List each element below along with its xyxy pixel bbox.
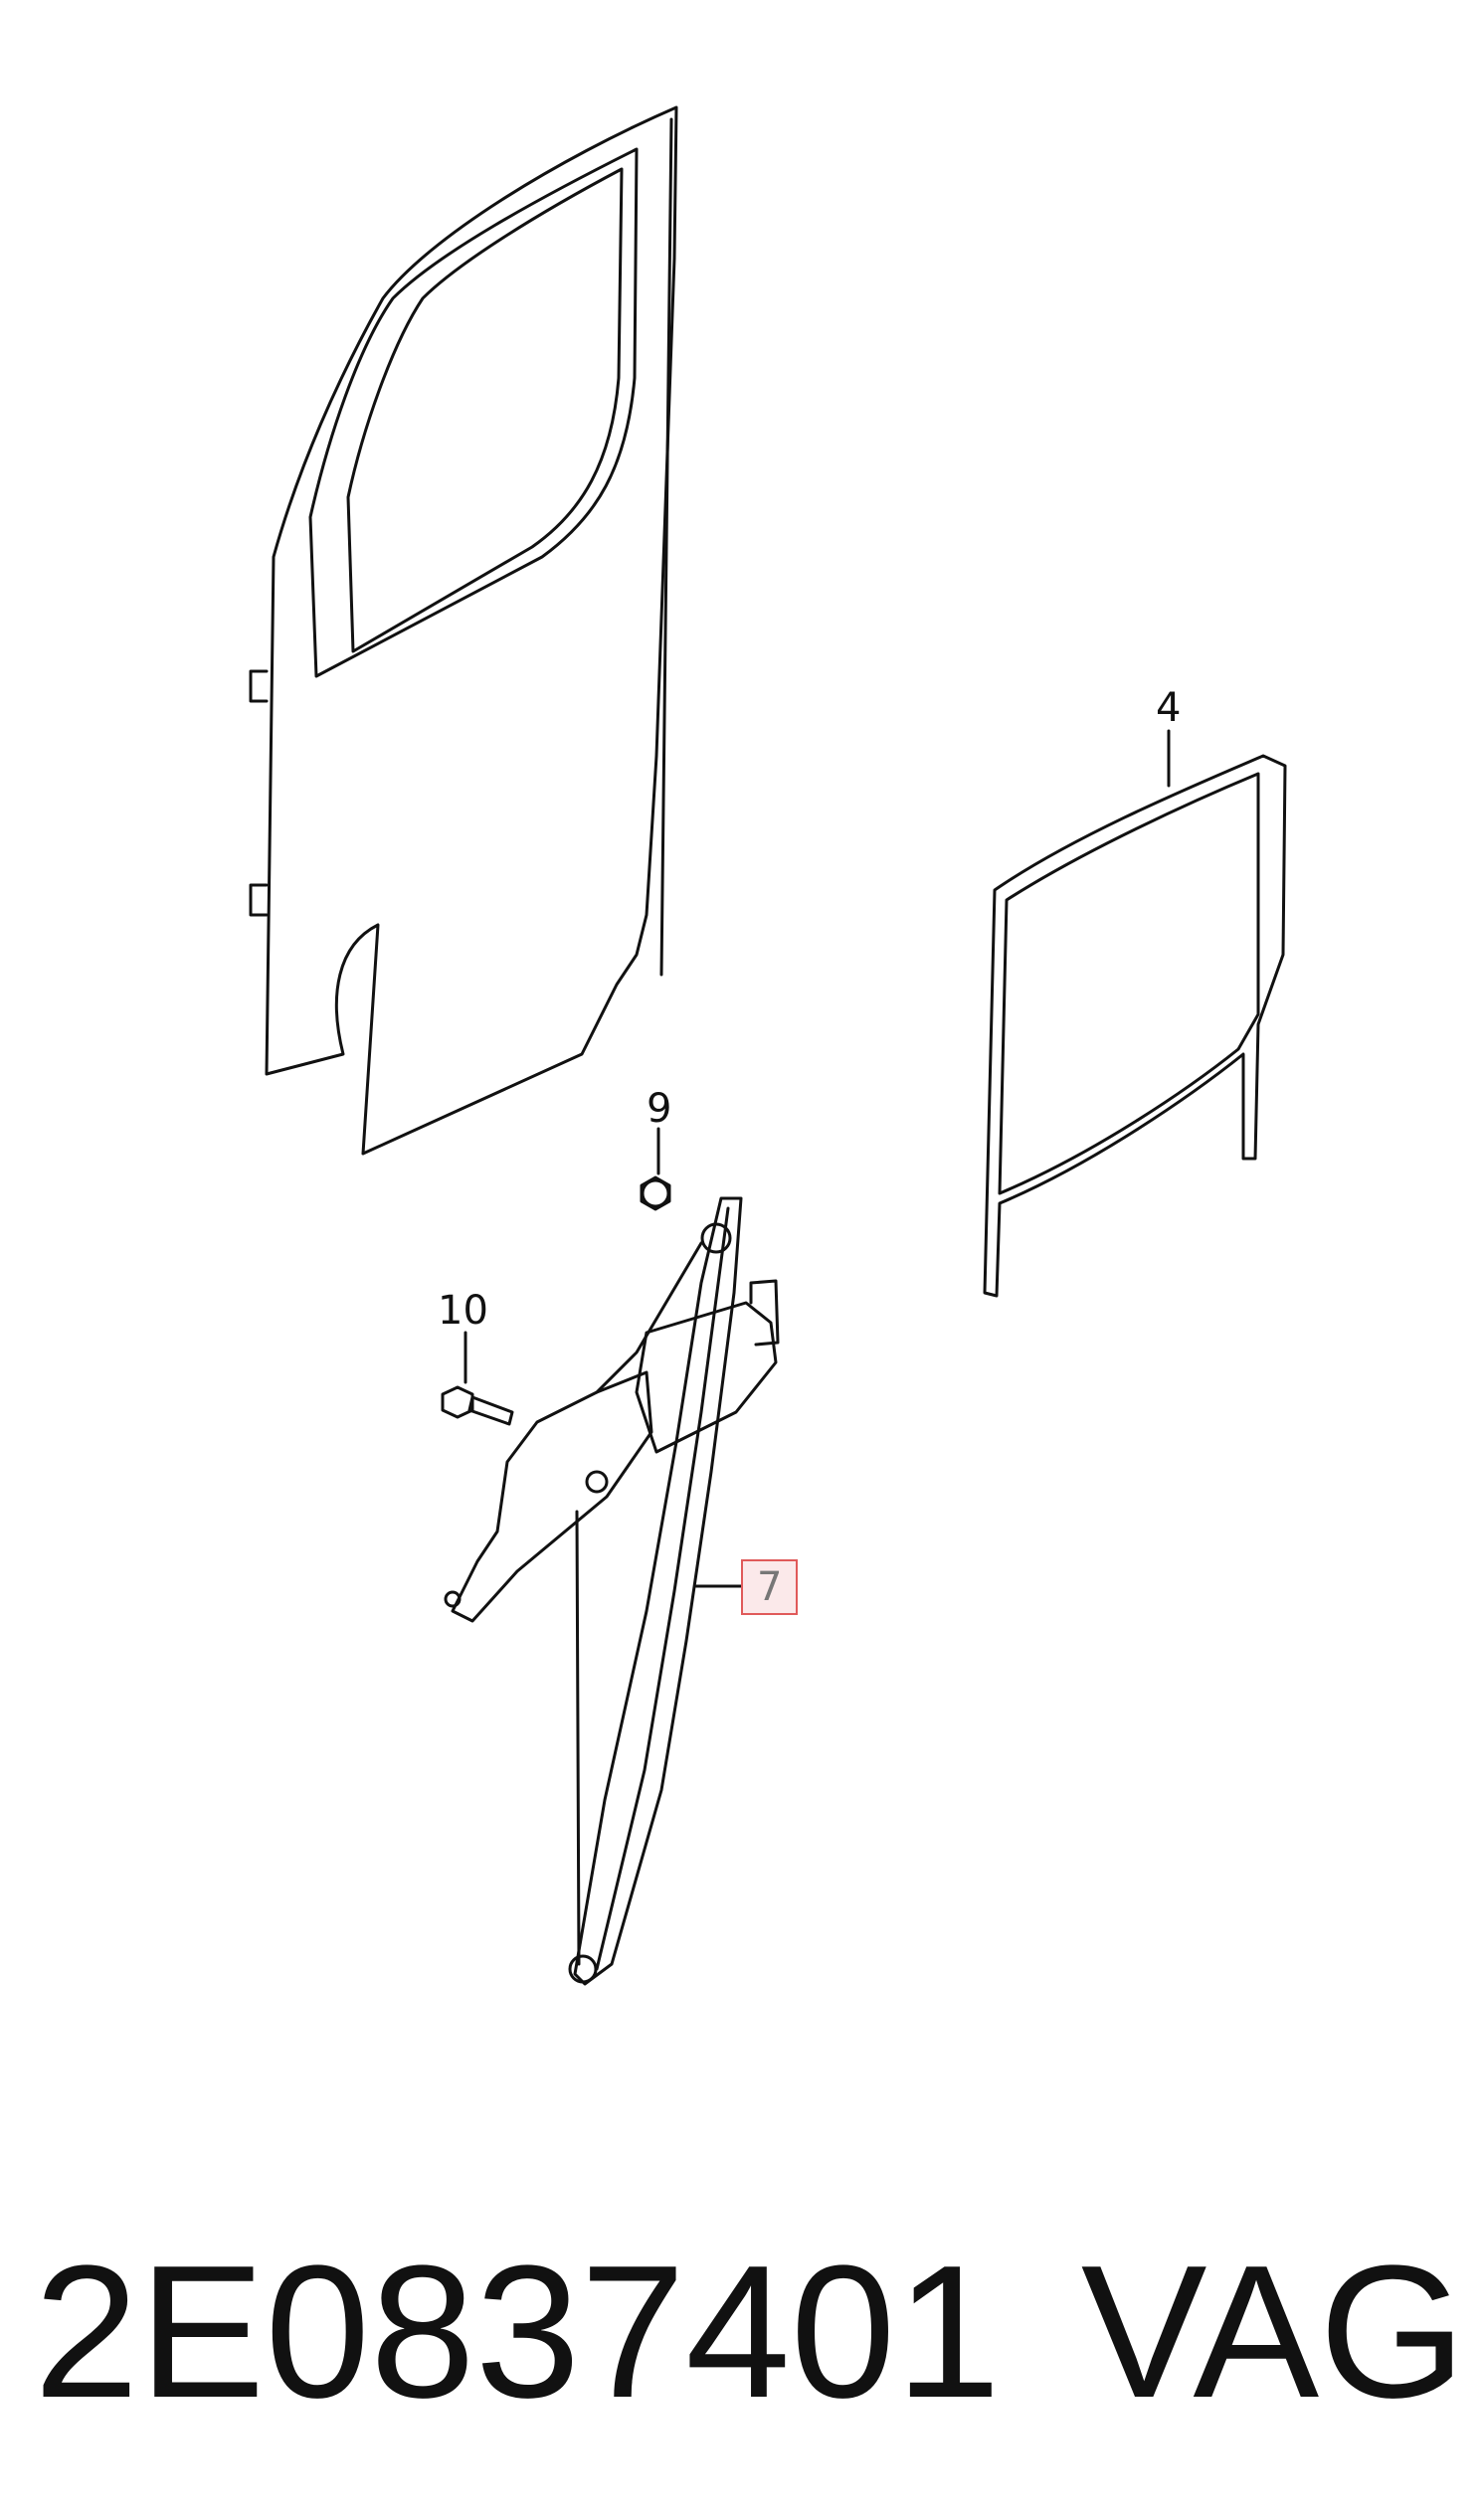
parts-diagram: [249, 105, 1287, 1986]
bracket-hole: [444, 1590, 462, 1608]
regulator-rail: [573, 1196, 743, 1986]
part-number: 2E0837401: [34, 2227, 1002, 2437]
regulator-carrier: [635, 1301, 778, 1454]
callout-regulator[interactable]: 7: [741, 1559, 799, 1615]
glass-inner: [998, 772, 1260, 1195]
door-hinge-edge: [659, 117, 673, 977]
callout-glass: 4: [1156, 685, 1182, 731]
bolt-head: [441, 1385, 474, 1419]
door-window-inner: [346, 167, 624, 653]
bolt-shank: [467, 1395, 514, 1426]
callout-bolt: 10: [438, 1288, 488, 1334]
part-footer: 2E0837401 VAG: [34, 2227, 1466, 2437]
regulator-pulley-top: [700, 1222, 732, 1254]
regulator-rail-inner: [595, 1206, 730, 1971]
door-window-frame: [308, 147, 639, 678]
door-outline: [265, 105, 678, 1156]
regulator-mount-bracket: [451, 1370, 653, 1623]
nut-hex: [640, 1175, 671, 1211]
brand-label: VAG: [1080, 2227, 1466, 2437]
glass-outline: [983, 754, 1287, 1298]
regulator-carrier-clip: [749, 1279, 780, 1347]
regulator-cable: [575, 1510, 581, 1966]
door-latch-tab: [249, 883, 269, 917]
callout-nut: 9: [647, 1086, 672, 1132]
regulator-cable-upper: [595, 1241, 703, 1394]
regulator-motor-pivot: [585, 1470, 609, 1494]
door-latch-tab: [249, 669, 269, 703]
regulator-pulley-bottom: [568, 1954, 598, 1984]
